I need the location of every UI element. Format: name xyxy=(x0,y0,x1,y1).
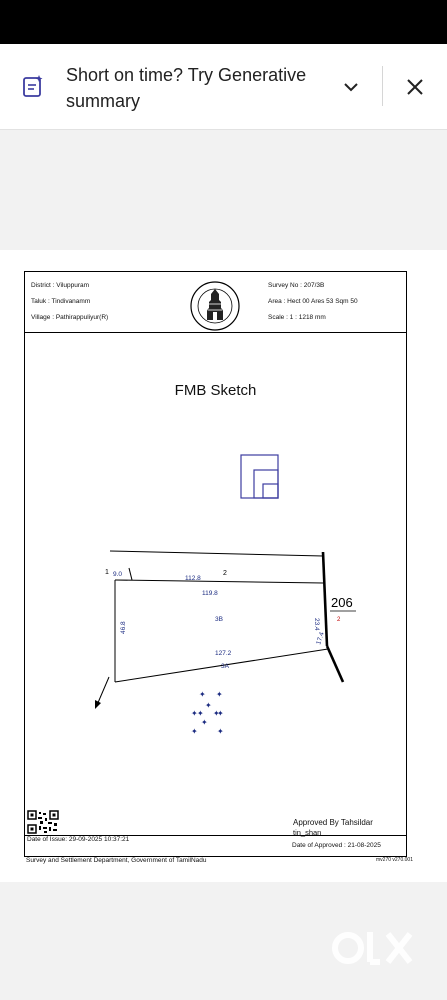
ai-summary-icon xyxy=(23,75,43,97)
boundary-right-upper xyxy=(321,551,329,647)
header-divider xyxy=(25,332,406,333)
dim-23-4: 23.4 xyxy=(313,618,320,631)
svg-text:✦: ✦ xyxy=(199,690,206,699)
svg-text:✦: ✦ xyxy=(197,709,204,718)
boundary-right-lower xyxy=(325,645,345,683)
svg-text:✦: ✦ xyxy=(201,718,208,727)
boundary-tick xyxy=(128,567,133,581)
tree-symbols-icon: ✦✦ ✦ ✦✦✦✦ ✦ ✦✦ xyxy=(191,690,224,736)
dim-112-8: 112.8 xyxy=(185,575,201,582)
survey-206: 206 xyxy=(331,595,353,610)
scale-label: Scale : 1 : 1218 mm xyxy=(268,314,326,321)
boundary-bottom xyxy=(114,648,329,683)
banner-text[interactable]: Short on time? Try Generative summary xyxy=(66,65,307,111)
olx-watermark-icon xyxy=(332,932,413,965)
approved-by: Approved By Tahsildar xyxy=(293,818,373,827)
taluk-label: Taluk : Tindivanamm xyxy=(31,298,91,305)
document-page: District : Viluppuram Taluk : Tindivanam… xyxy=(0,250,447,882)
village-label: Village : Pathirappuliyur(R) xyxy=(31,314,109,321)
fmb-sketch-drawing: 1 9.0 112.8 2 119.8 3B 46.8 127.2 3A 23.… xyxy=(95,454,356,736)
footer-divider xyxy=(25,835,406,836)
qr-code-icon xyxy=(27,810,59,834)
area-label: Area : Hect 00 Ares 53 Sqm 50 xyxy=(268,298,358,305)
direction-arrow xyxy=(96,676,110,706)
version-label: mv270 v270.001 xyxy=(376,857,413,863)
dim-9-0: 9.0 xyxy=(113,571,122,578)
department-name: Survey and Settlement Department, Govern… xyxy=(26,857,207,864)
close-icon[interactable] xyxy=(402,74,428,100)
svg-text:✦: ✦ xyxy=(205,701,212,710)
status-bar xyxy=(0,0,447,44)
dim-46-8: 46.8 xyxy=(120,621,127,634)
svg-text:✦: ✦ xyxy=(191,727,198,736)
date-approved: Date of Approved : 21-08-2025 xyxy=(292,842,381,849)
government-seal-icon xyxy=(190,281,240,331)
arrow-head xyxy=(95,700,101,709)
dim-17-4: 17.4 xyxy=(315,631,326,646)
subdivision-3a: 3A xyxy=(221,663,230,670)
neighbor-2: 2 xyxy=(223,570,227,577)
fmb-frame: District : Viluppuram Taluk : Tindivanam… xyxy=(24,271,407,857)
survey-no-label: Survey No : 207/3B xyxy=(268,282,325,289)
date-of-issue: Date of Issue: 29-09-2025 10:37:21 xyxy=(27,836,130,843)
svg-text:✦: ✦ xyxy=(191,709,198,718)
boundary-top-inner xyxy=(114,579,324,584)
neighbor-1: 1 xyxy=(105,569,109,576)
subdivision-3b: 3B xyxy=(215,616,223,623)
generative-summary-banner[interactable]: Short on time? Try Generative summary xyxy=(0,44,447,130)
boundary-top xyxy=(109,550,324,557)
signer-name: tin_shan xyxy=(293,828,322,837)
svg-text:✦: ✦ xyxy=(217,709,224,718)
district-label: District : Viluppuram xyxy=(31,282,90,289)
north-symbol-icon xyxy=(240,454,279,499)
svg-text:✦: ✦ xyxy=(216,690,223,699)
dim-127-2: 127.2 xyxy=(215,650,232,657)
banner-divider xyxy=(382,66,383,106)
svg-text:✦: ✦ xyxy=(213,709,220,718)
dim-119-8: 119.8 xyxy=(202,590,218,597)
svg-text:✦: ✦ xyxy=(217,727,224,736)
survey-206-sub: 2 xyxy=(337,617,341,623)
sketch-title: FMB Sketch xyxy=(174,382,257,399)
chevron-down-icon[interactable] xyxy=(338,76,364,98)
